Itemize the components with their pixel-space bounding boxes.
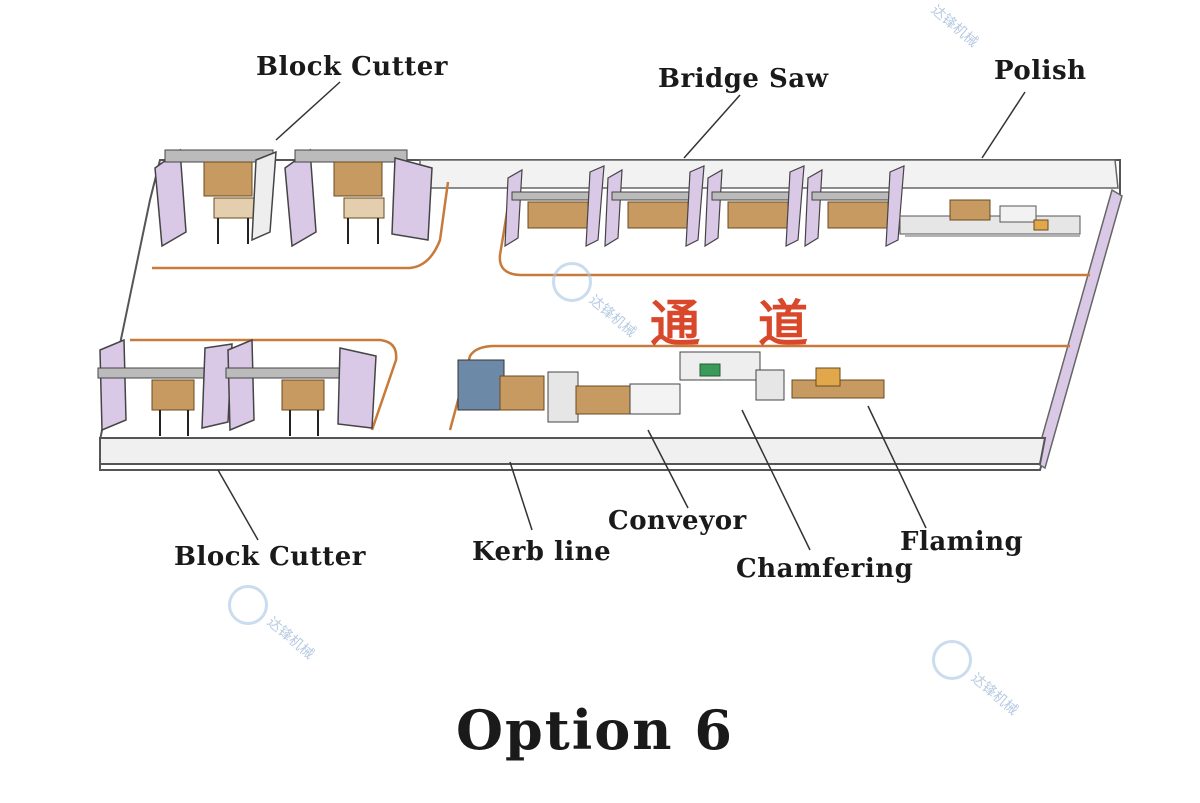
floor-boundaries <box>130 181 1090 431</box>
block-cutter-machine <box>97 338 233 436</box>
watermark-logo-icon <box>228 585 268 625</box>
label-block-cutter-bottom: Block Cutter <box>174 542 366 572</box>
chamfering-machine <box>679 351 785 401</box>
conveyor-machine <box>547 371 681 423</box>
label-flaming: Flaming <box>900 527 1024 557</box>
bridge-saw-machine <box>804 165 905 248</box>
block-cutter-machine <box>154 148 277 248</box>
flaming-machine <box>791 367 885 399</box>
polish-machine <box>899 199 1081 237</box>
leader-lines <box>217 81 1026 551</box>
watermark-logo-icon <box>552 262 592 302</box>
label-bridge-saw: Bridge Saw <box>658 64 829 94</box>
block-cutter-machine <box>284 148 433 248</box>
label-block-cutter-top: Block Cutter <box>256 52 448 82</box>
bridge-saw-machine <box>604 165 705 248</box>
aisle-label: 通道 <box>650 295 866 353</box>
bridge-saw-machines <box>504 165 905 248</box>
label-chamfering: Chamfering <box>736 554 914 584</box>
label-kerb-line: Kerb line <box>472 537 612 567</box>
bridge-saw-machine <box>704 165 805 248</box>
bridge-saw-machine <box>504 165 605 248</box>
label-conveyor: Conveyor <box>608 506 747 536</box>
watermark-logo-icon <box>932 640 972 680</box>
block-cutter-machine <box>225 338 377 436</box>
label-polish: Polish <box>994 56 1087 86</box>
page-title: Option 6 <box>456 698 734 762</box>
kerb-line-machine <box>457 359 545 411</box>
